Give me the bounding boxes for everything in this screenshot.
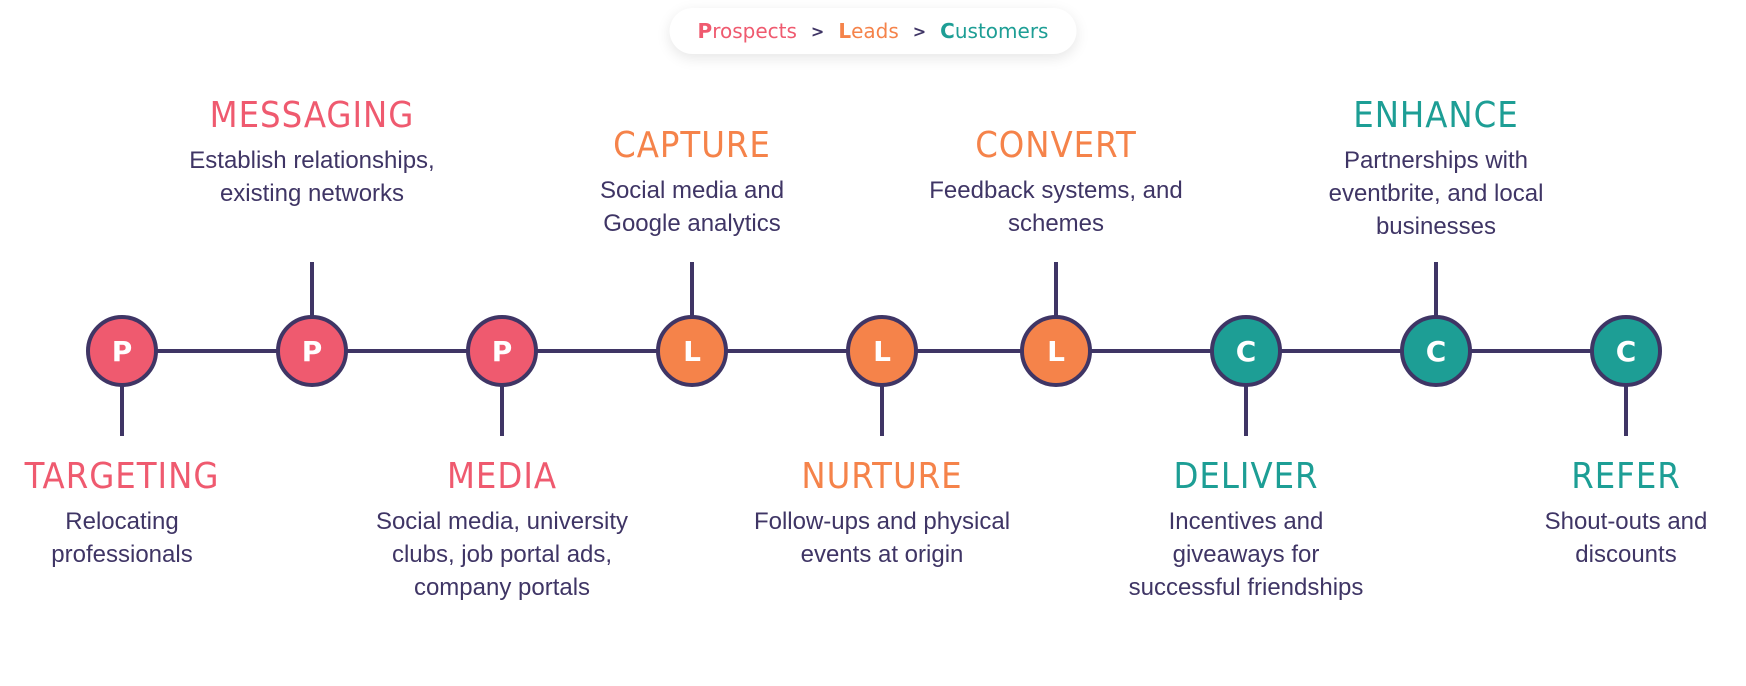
stage-node-messaging: P (276, 315, 348, 387)
stage-title: REFER (1571, 456, 1681, 497)
stage-block-messaging: MESSAGING Establish relationships, existi… (182, 94, 442, 210)
stage-node-enhance: C (1400, 315, 1472, 387)
legend-leads: Leads (838, 19, 899, 43)
stage-title: CONVERT (975, 125, 1137, 166)
legend-prospects: Prospects (697, 19, 797, 43)
stage-title: TARGETING (24, 456, 220, 497)
stage-connector (1624, 380, 1628, 436)
stage-block-refer: REFER Shout-outs and discounts (1496, 455, 1746, 571)
legend-separator: > (912, 21, 927, 41)
stage-connector (120, 380, 124, 436)
stage-block-convert: CONVERT Feedback systems, and schemes (926, 124, 1186, 240)
funnel-legend: Prospects > Leads > Customers (669, 8, 1077, 54)
stage-description: Establish relationships, existing networ… (189, 147, 435, 207)
stage-description: Social media and Google analytics (599, 177, 785, 237)
legend-customers: Customers (940, 19, 1049, 43)
stage-title: NURTURE (801, 456, 963, 497)
stage-block-enhance: ENHANCE Partnerships with eventbrite, and… (1306, 94, 1566, 243)
stage-title: ENHANCE (1353, 95, 1519, 136)
stage-connector (1054, 262, 1058, 320)
stage-block-capture: CAPTURE Social media and Google analytics (562, 124, 822, 240)
stage-title: MESSAGING (209, 95, 415, 136)
stage-connector (310, 262, 314, 320)
stage-connector (1434, 262, 1438, 320)
stage-description: Relocating professionals (51, 508, 193, 568)
stage-node-capture: L (656, 315, 728, 387)
stage-description: Follow-ups and physical events at origin (753, 508, 1011, 568)
stage-description: Partnerships with eventbrite, and local … (1328, 147, 1544, 240)
stage-title: CAPTURE (613, 125, 771, 166)
stage-node-convert: L (1020, 315, 1092, 387)
legend-separator: > (810, 21, 825, 41)
stage-node-media: P (466, 315, 538, 387)
stage-node-deliver: C (1210, 315, 1282, 387)
stage-connector (880, 380, 884, 436)
stage-description: Feedback systems, and schemes (929, 177, 1183, 237)
stage-block-media: MEDIA Social media, university clubs, job… (372, 455, 632, 604)
stage-title: DELIVER (1173, 456, 1319, 497)
stage-description: Social media, university clubs, job port… (375, 508, 629, 601)
stage-connector (500, 380, 504, 436)
stage-block-deliver: DELIVER Incentives and giveaways for succ… (1116, 455, 1376, 604)
stage-node-nurture: L (846, 315, 918, 387)
stage-block-targeting: TARGETING Relocating professionals (0, 455, 252, 571)
stage-description: Incentives and giveaways for successful … (1128, 508, 1364, 601)
stage-connector (1244, 380, 1248, 436)
stage-node-refer: C (1590, 315, 1662, 387)
stage-title: MEDIA (446, 456, 558, 497)
stage-node-targeting: P (86, 315, 158, 387)
stage-connector (690, 262, 694, 320)
stage-block-nurture: NURTURE Follow-ups and physical events at… (752, 455, 1012, 571)
stage-description: Shout-outs and discounts (1544, 508, 1708, 568)
